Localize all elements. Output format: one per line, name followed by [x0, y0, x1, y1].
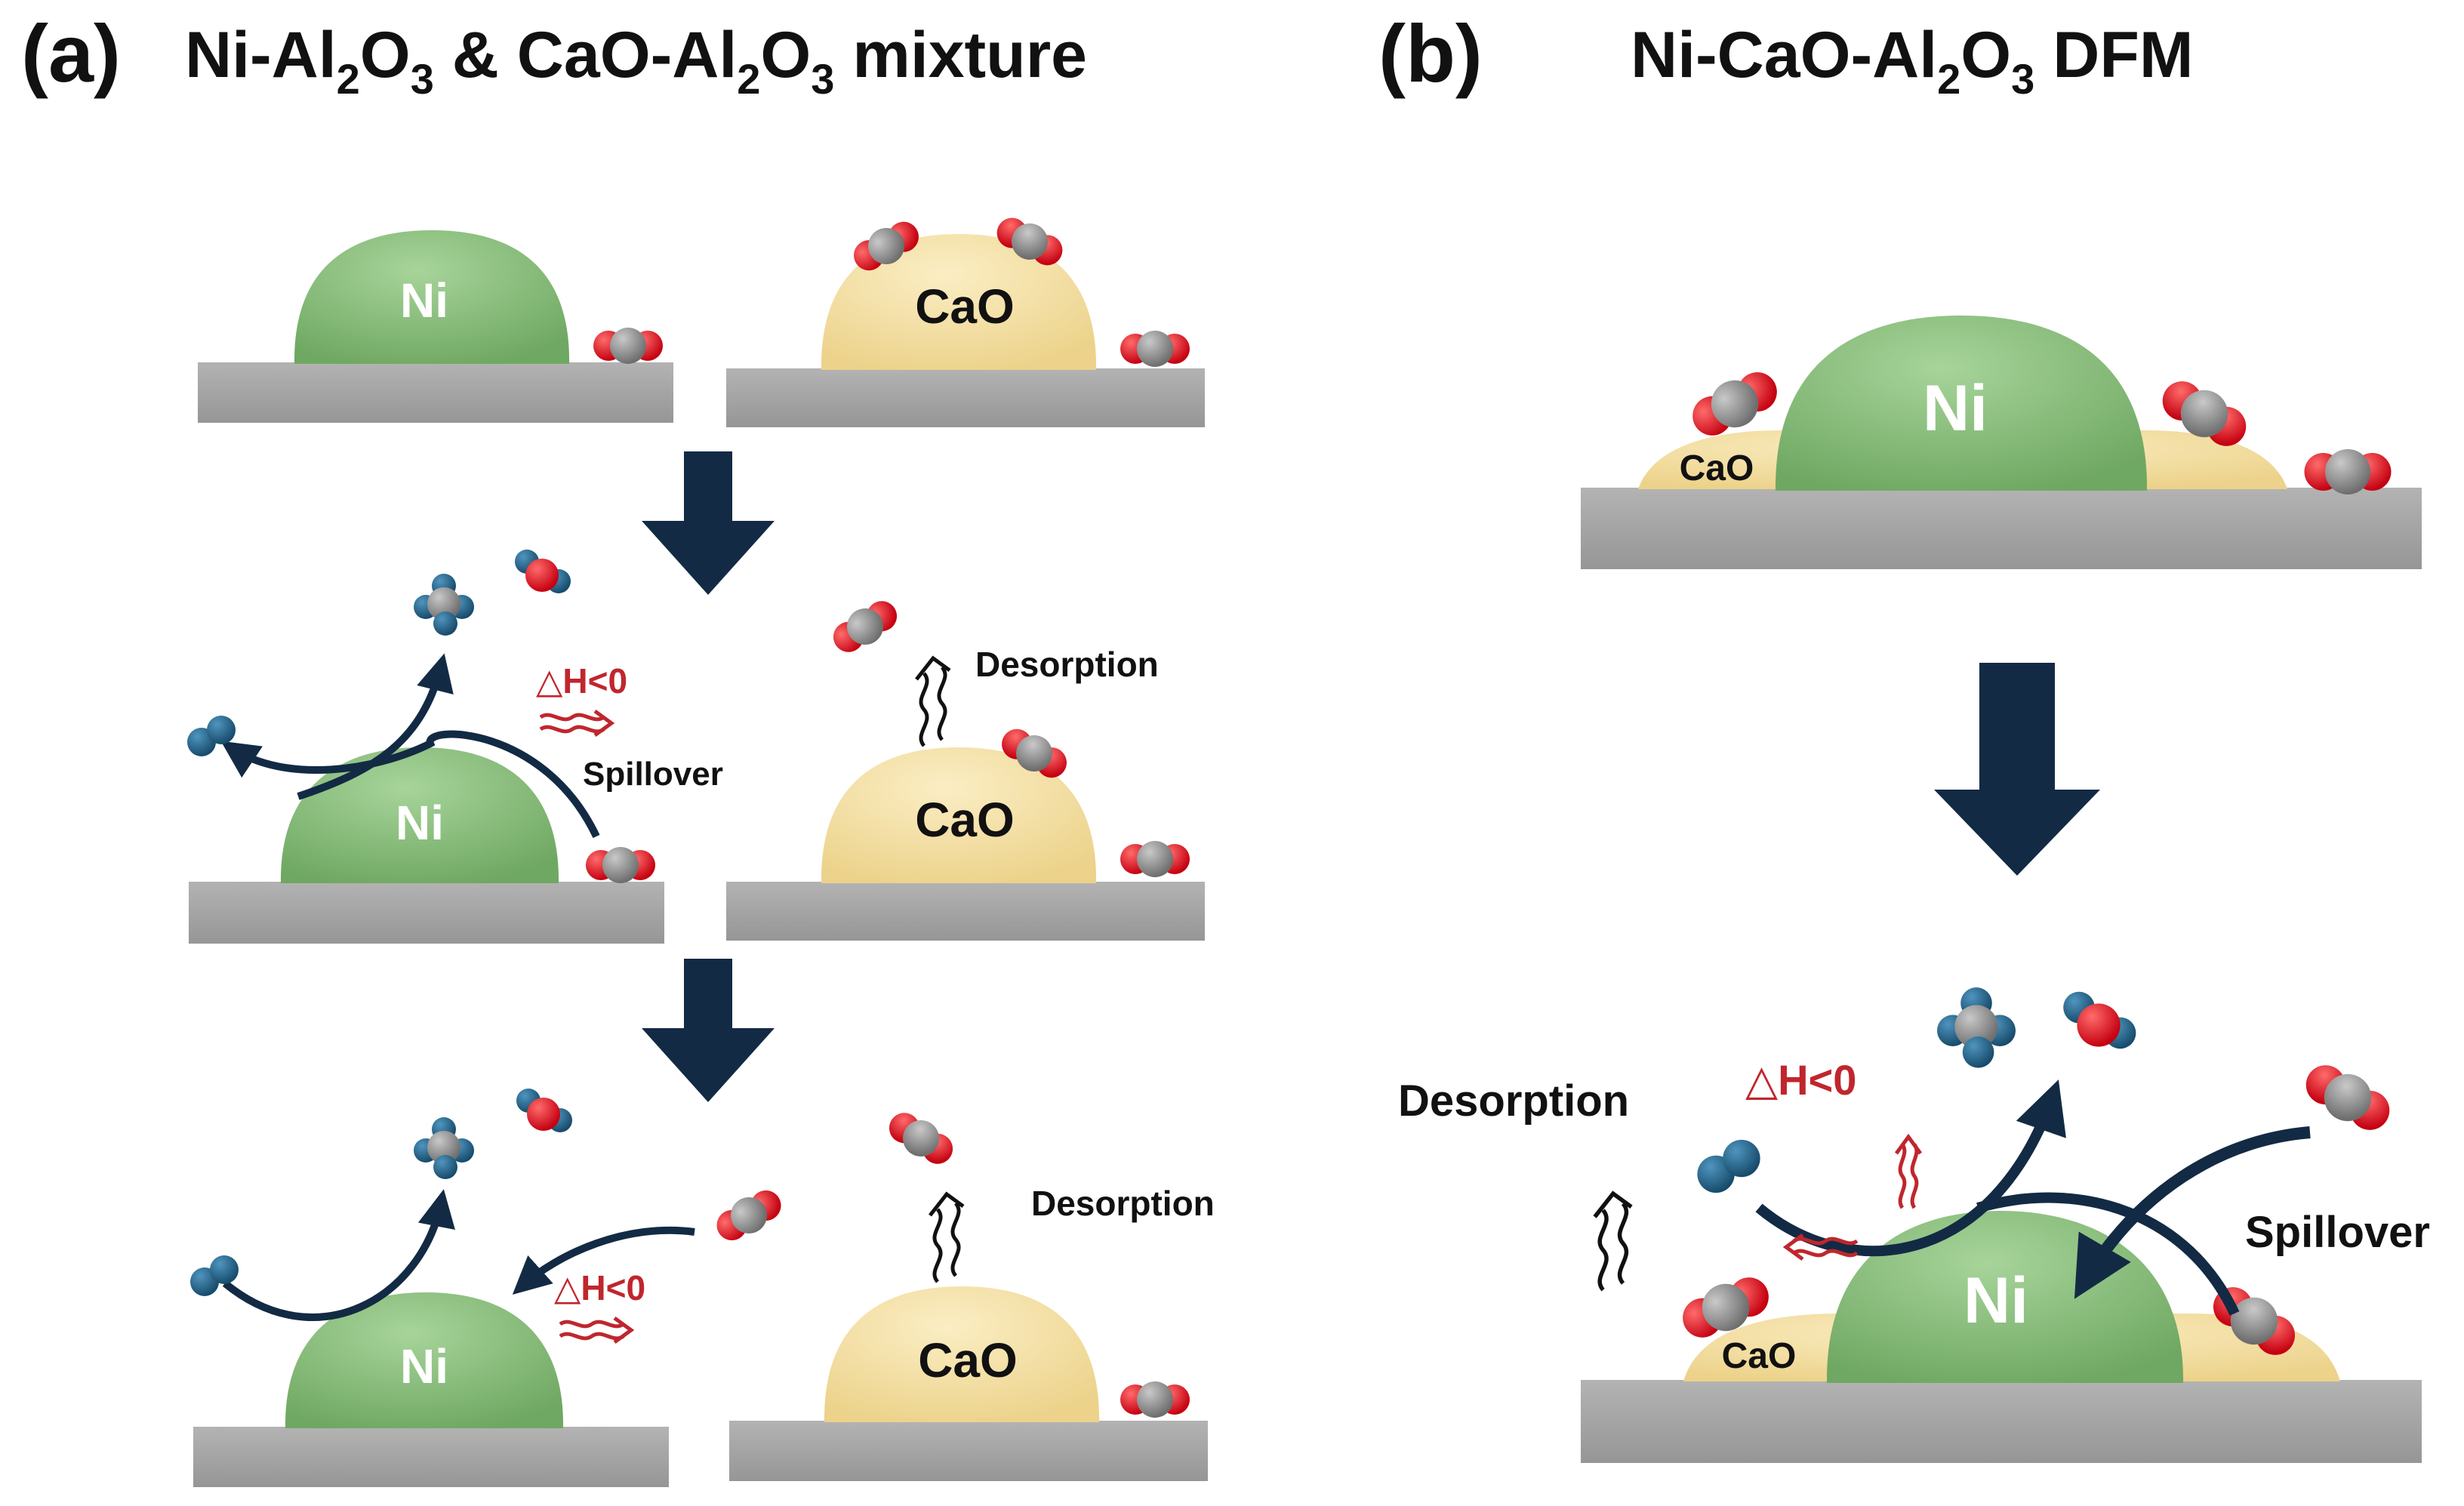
ch4-molecule	[1937, 987, 2016, 1068]
alumina-substrate	[729, 1421, 1208, 1481]
alumina-substrate	[726, 882, 1205, 941]
co2-molecule	[586, 847, 655, 883]
enthalpy-label: △H<0	[554, 1268, 645, 1307]
ni-particle	[1775, 316, 2148, 491]
desorption-label: Desorption	[1031, 1184, 1215, 1223]
ni-particle	[285, 1292, 564, 1428]
methanation-arrow	[297, 653, 454, 800]
dfm-reaction: Ni CaO △H<0 Desorption	[1398, 987, 2430, 1463]
cao-label: CaO	[1680, 448, 1754, 488]
co2-molecule	[882, 1104, 960, 1172]
ni-label: Ni	[400, 1339, 448, 1394]
cao-label: CaO	[915, 279, 1015, 334]
co2-molecule	[710, 1182, 788, 1249]
methanation-arrow	[1755, 1079, 2066, 1257]
process-arrow	[642, 959, 775, 1102]
ni-label: Ni	[1964, 1264, 2028, 1337]
cao-label: CaO	[918, 1333, 1018, 1387]
panel-a-label: (a)	[21, 8, 121, 99]
heat-release-icon	[560, 1318, 631, 1342]
co2-molecule	[1120, 841, 1190, 877]
co2-molecule	[826, 593, 904, 661]
panel-b-label: (b)	[1378, 8, 1483, 99]
spillover-arrow	[1976, 1192, 2240, 1316]
ni-label: Ni	[396, 796, 444, 850]
desorption-icon	[1595, 1193, 1631, 1290]
ni-label: Ni	[1923, 372, 1988, 445]
ni-particle	[280, 747, 559, 883]
desorption-icon	[916, 658, 950, 746]
panel-a-row2: Ni △H<0 Spillover CaO Desorption	[187, 550, 1205, 944]
cao-label: CaO	[915, 793, 1015, 847]
co2-molecule	[593, 328, 663, 364]
alumina-substrate	[1581, 1380, 2422, 1463]
panel-a-row3: Ni △H<0 CaO Desorption	[190, 1089, 1215, 1487]
heat-release-icon	[541, 711, 611, 735]
dfm-initial: Ni CaO	[1581, 316, 2422, 569]
co2-molecule	[1120, 331, 1190, 367]
cao-particle	[824, 1286, 1100, 1422]
cao-particle	[821, 234, 1097, 370]
co2-molecule	[1120, 1381, 1190, 1418]
ni-label: Ni	[400, 273, 448, 328]
alumina-substrate	[726, 368, 1205, 427]
cao-label: CaO	[1722, 1336, 1797, 1376]
co2-molecule	[2296, 1055, 2399, 1141]
heat-release-icon	[1894, 1133, 1923, 1209]
heat-release-icon	[1782, 1233, 1859, 1261]
h2o-molecule	[516, 1089, 572, 1132]
panel-a-row1: Ni CaO	[198, 210, 1205, 427]
panel-b-title: Ni-CaO-Al2O3 DFM	[1631, 19, 2194, 103]
spillover-label: Spillover	[583, 756, 723, 793]
desorption-label: Desorption	[975, 645, 1159, 684]
alumina-substrate	[198, 362, 673, 423]
spillover-label: Spillover	[2245, 1208, 2430, 1257]
alumina-substrate	[189, 882, 664, 944]
h2-molecule	[187, 716, 236, 756]
panel-b: (b) Ni-CaO-Al2O3 DFM Ni CaO Ni CaO	[1378, 8, 2430, 1463]
cao-particle	[821, 747, 1097, 883]
spillover-arrow	[512, 1226, 695, 1295]
enthalpy-label: △H<0	[536, 661, 627, 701]
alumina-substrate	[1581, 488, 2422, 569]
h2o-molecule	[515, 550, 571, 593]
enthalpy-label: △H<0	[1745, 1056, 1856, 1104]
desorption-icon	[930, 1194, 963, 1282]
ch4-molecule	[414, 1117, 474, 1179]
spillover-arrow	[220, 730, 600, 839]
panel-a-title: Ni-Al2O3 & CaO-Al2O3 mixture	[185, 19, 1087, 103]
alumina-substrate	[193, 1427, 669, 1487]
process-arrow	[1934, 663, 2100, 876]
h2o-molecule	[2063, 991, 2136, 1049]
ch4-molecule	[414, 574, 474, 636]
panel-a: (a) Ni-Al2O3 & CaO-Al2O3 mixture Ni CaO …	[21, 8, 1215, 1487]
methanation-arrow	[222, 1189, 455, 1321]
spillover-arrow	[2074, 1126, 2311, 1299]
desorption-label: Desorption	[1398, 1076, 1629, 1126]
process-arrow	[642, 451, 775, 595]
co2-molecule	[2304, 449, 2392, 494]
h2-molecule	[1697, 1139, 1760, 1193]
ni-particle	[294, 230, 570, 364]
